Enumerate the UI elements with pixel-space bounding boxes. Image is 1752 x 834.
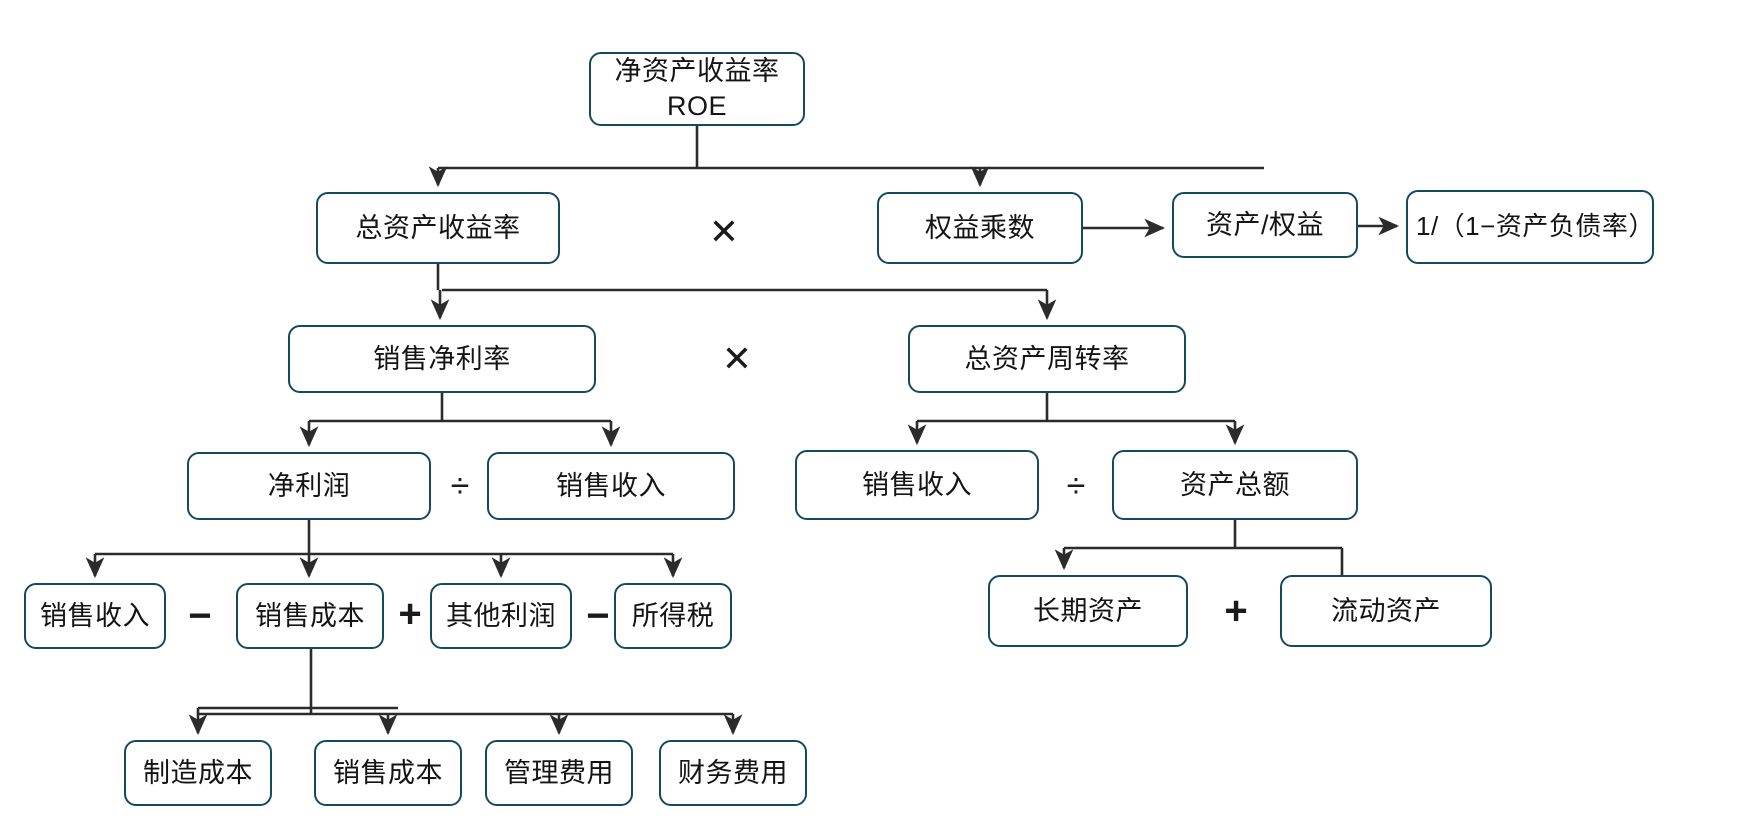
operator-divide-turnover: ÷ [1066, 466, 1086, 505]
node-sales-revenue-turnover[interactable]: 销售收入 [795, 450, 1039, 520]
node-net-profit[interactable]: 净利润 [187, 452, 431, 520]
node-roe[interactable]: 净资产收益率ROE [589, 52, 805, 126]
operator-plus-current-assets: + [1224, 588, 1248, 633]
node-long-term-assets[interactable]: 长期资产 [988, 575, 1188, 647]
node-net-profit-margin[interactable]: 销售净利率 [288, 325, 596, 393]
node-assets-over-equity[interactable]: 资产/权益 [1172, 192, 1358, 258]
node-one-over-one-minus-debt-ratio[interactable]: 1/（1−资产负债率） [1406, 190, 1654, 264]
node-sales-revenue-margin[interactable]: 销售收入 [487, 452, 735, 520]
operator-multiply-roe: ✕ [708, 211, 740, 252]
node-admin-expense[interactable]: 管理费用 [485, 740, 633, 806]
operator-minus-sales-cost: − [188, 593, 212, 638]
node-current-assets[interactable]: 流动资产 [1280, 575, 1492, 647]
node-income-tax[interactable]: 所得税 [614, 583, 732, 649]
node-financial-expense[interactable]: 财务费用 [659, 740, 807, 806]
operator-minus-income-tax: − [586, 593, 610, 638]
node-equity-multiplier[interactable]: 权益乘数 [877, 192, 1083, 264]
operator-divide-margin: ÷ [450, 466, 470, 505]
operator-plus-other-profit: + [398, 591, 422, 636]
node-total-asset-return-rate[interactable]: 总资产收益率 [316, 192, 560, 264]
node-selling-cost[interactable]: 销售成本 [314, 740, 462, 806]
node-sales-revenue-detail[interactable]: 销售收入 [24, 583, 166, 649]
node-sales-cost[interactable]: 销售成本 [236, 583, 384, 649]
node-total-asset-turnover[interactable]: 总资产周转率 [908, 325, 1186, 393]
operator-multiply-roa: ✕ [721, 338, 753, 379]
node-manufacturing-cost[interactable]: 制造成本 [124, 740, 272, 806]
node-other-profit[interactable]: 其他利润 [430, 583, 572, 649]
node-total-assets[interactable]: 资产总额 [1112, 450, 1358, 520]
